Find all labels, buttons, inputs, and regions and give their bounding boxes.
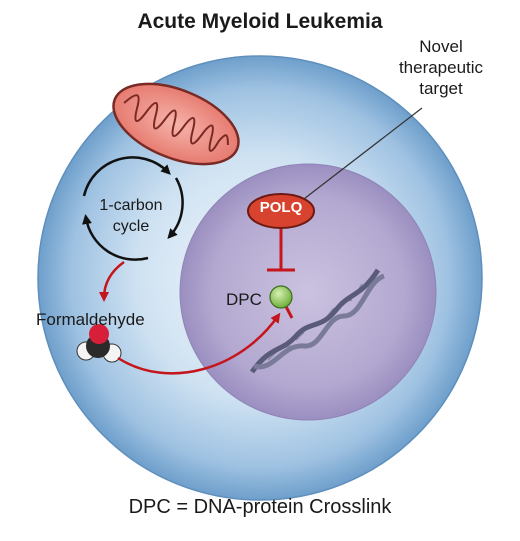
dpc-protein-ball [269,285,293,309]
dpc-label: DPC [226,290,262,309]
novel-target-line-3: target [419,79,463,98]
formaldehyde-to-dpc-arrow [117,312,281,375]
diagram-title: Acute Myeloid Leukemia [137,10,383,33]
one-carbon-cycle-label: 1-carbon cycle [86,195,176,237]
cycle-label-line-1: 1-carbon [99,197,163,214]
formaldehyde-molecule-icon [76,324,122,363]
cycle-label-line-2: cycle [112,218,150,235]
polq-inhibition-bar [267,229,295,272]
novel-target-label: Novel therapeutic target [386,36,496,99]
formaldehyde-label: Formaldehyde [36,310,145,329]
nucleus [179,163,437,421]
footer-legend: DPC = DNA-protein Crosslink [128,496,392,518]
target-callout-line [299,107,423,203]
mitochondrion-icon [112,82,240,166]
dna-helix-icon [249,268,386,374]
polq-badge [247,193,315,229]
cycle-to-formaldehyde-arrow [99,260,125,302]
novel-target-line-1: Novel [419,37,463,56]
polq-label: POLQ [259,199,303,216]
novel-target-line-2: therapeutic [398,58,484,77]
one-carbon-cycle-ring [82,156,184,261]
